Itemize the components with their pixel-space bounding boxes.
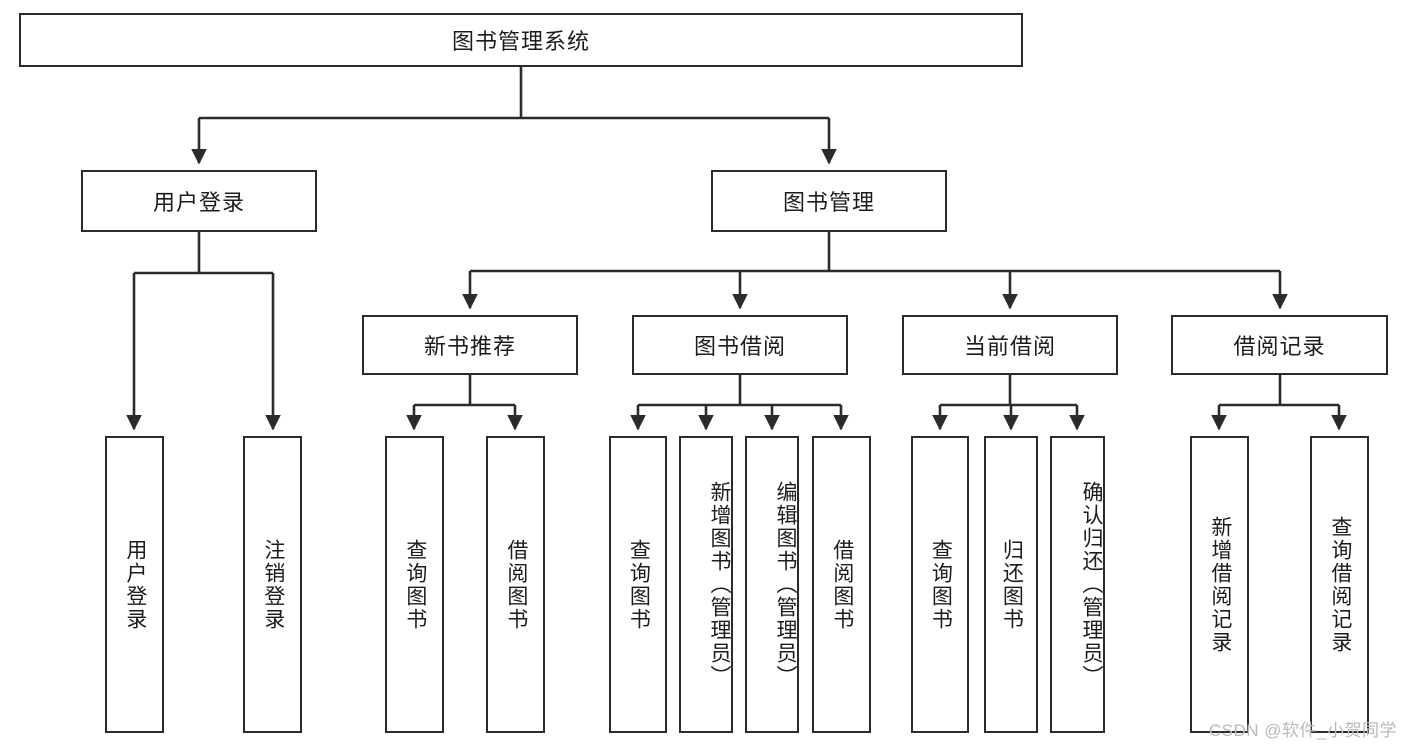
leaf-query-book-borrow[interactable]: 查询图书 [609,436,667,733]
node-new-book-recommend[interactable]: 新书推荐 [362,315,578,375]
leaf-query-borrow-record[interactable]: 查询借阅记录 [1310,436,1369,733]
node-current-borrow[interactable]: 当前借阅 [902,315,1118,375]
node-book-borrow[interactable]: 图书借阅 [632,315,848,375]
leaf-query-book-current[interactable]: 查询图书 [911,436,969,733]
leaf-add-borrow-record[interactable]: 新增借阅记录 [1190,436,1249,733]
node-borrow-record[interactable]: 借阅记录 [1171,315,1388,375]
node-book-management[interactable]: 图书管理 [711,170,947,232]
node-root[interactable]: 图书管理系统 [19,13,1023,67]
leaf-borrow-book[interactable]: 借阅图书 [812,436,871,733]
leaf-return-book[interactable]: 归还图书 [984,436,1038,733]
leaf-confirm-return-admin[interactable]: 确认归还（管理员） [1050,436,1105,733]
leaf-edit-book-admin[interactable]: 编辑图书（管理员） [745,436,799,733]
node-user-login[interactable]: 用户登录 [81,170,317,232]
leaf-query-book-recommend[interactable]: 查询图书 [385,436,444,733]
leaf-add-book-admin[interactable]: 新增图书（管理员） [679,436,733,733]
leaf-user-login[interactable]: 用户登录 [105,436,164,733]
leaf-borrow-book-recommend[interactable]: 借阅图书 [486,436,545,733]
watermark-text: CSDN @软件_小贺同学 [1208,721,1397,740]
leaf-logout[interactable]: 注销登录 [243,436,302,733]
